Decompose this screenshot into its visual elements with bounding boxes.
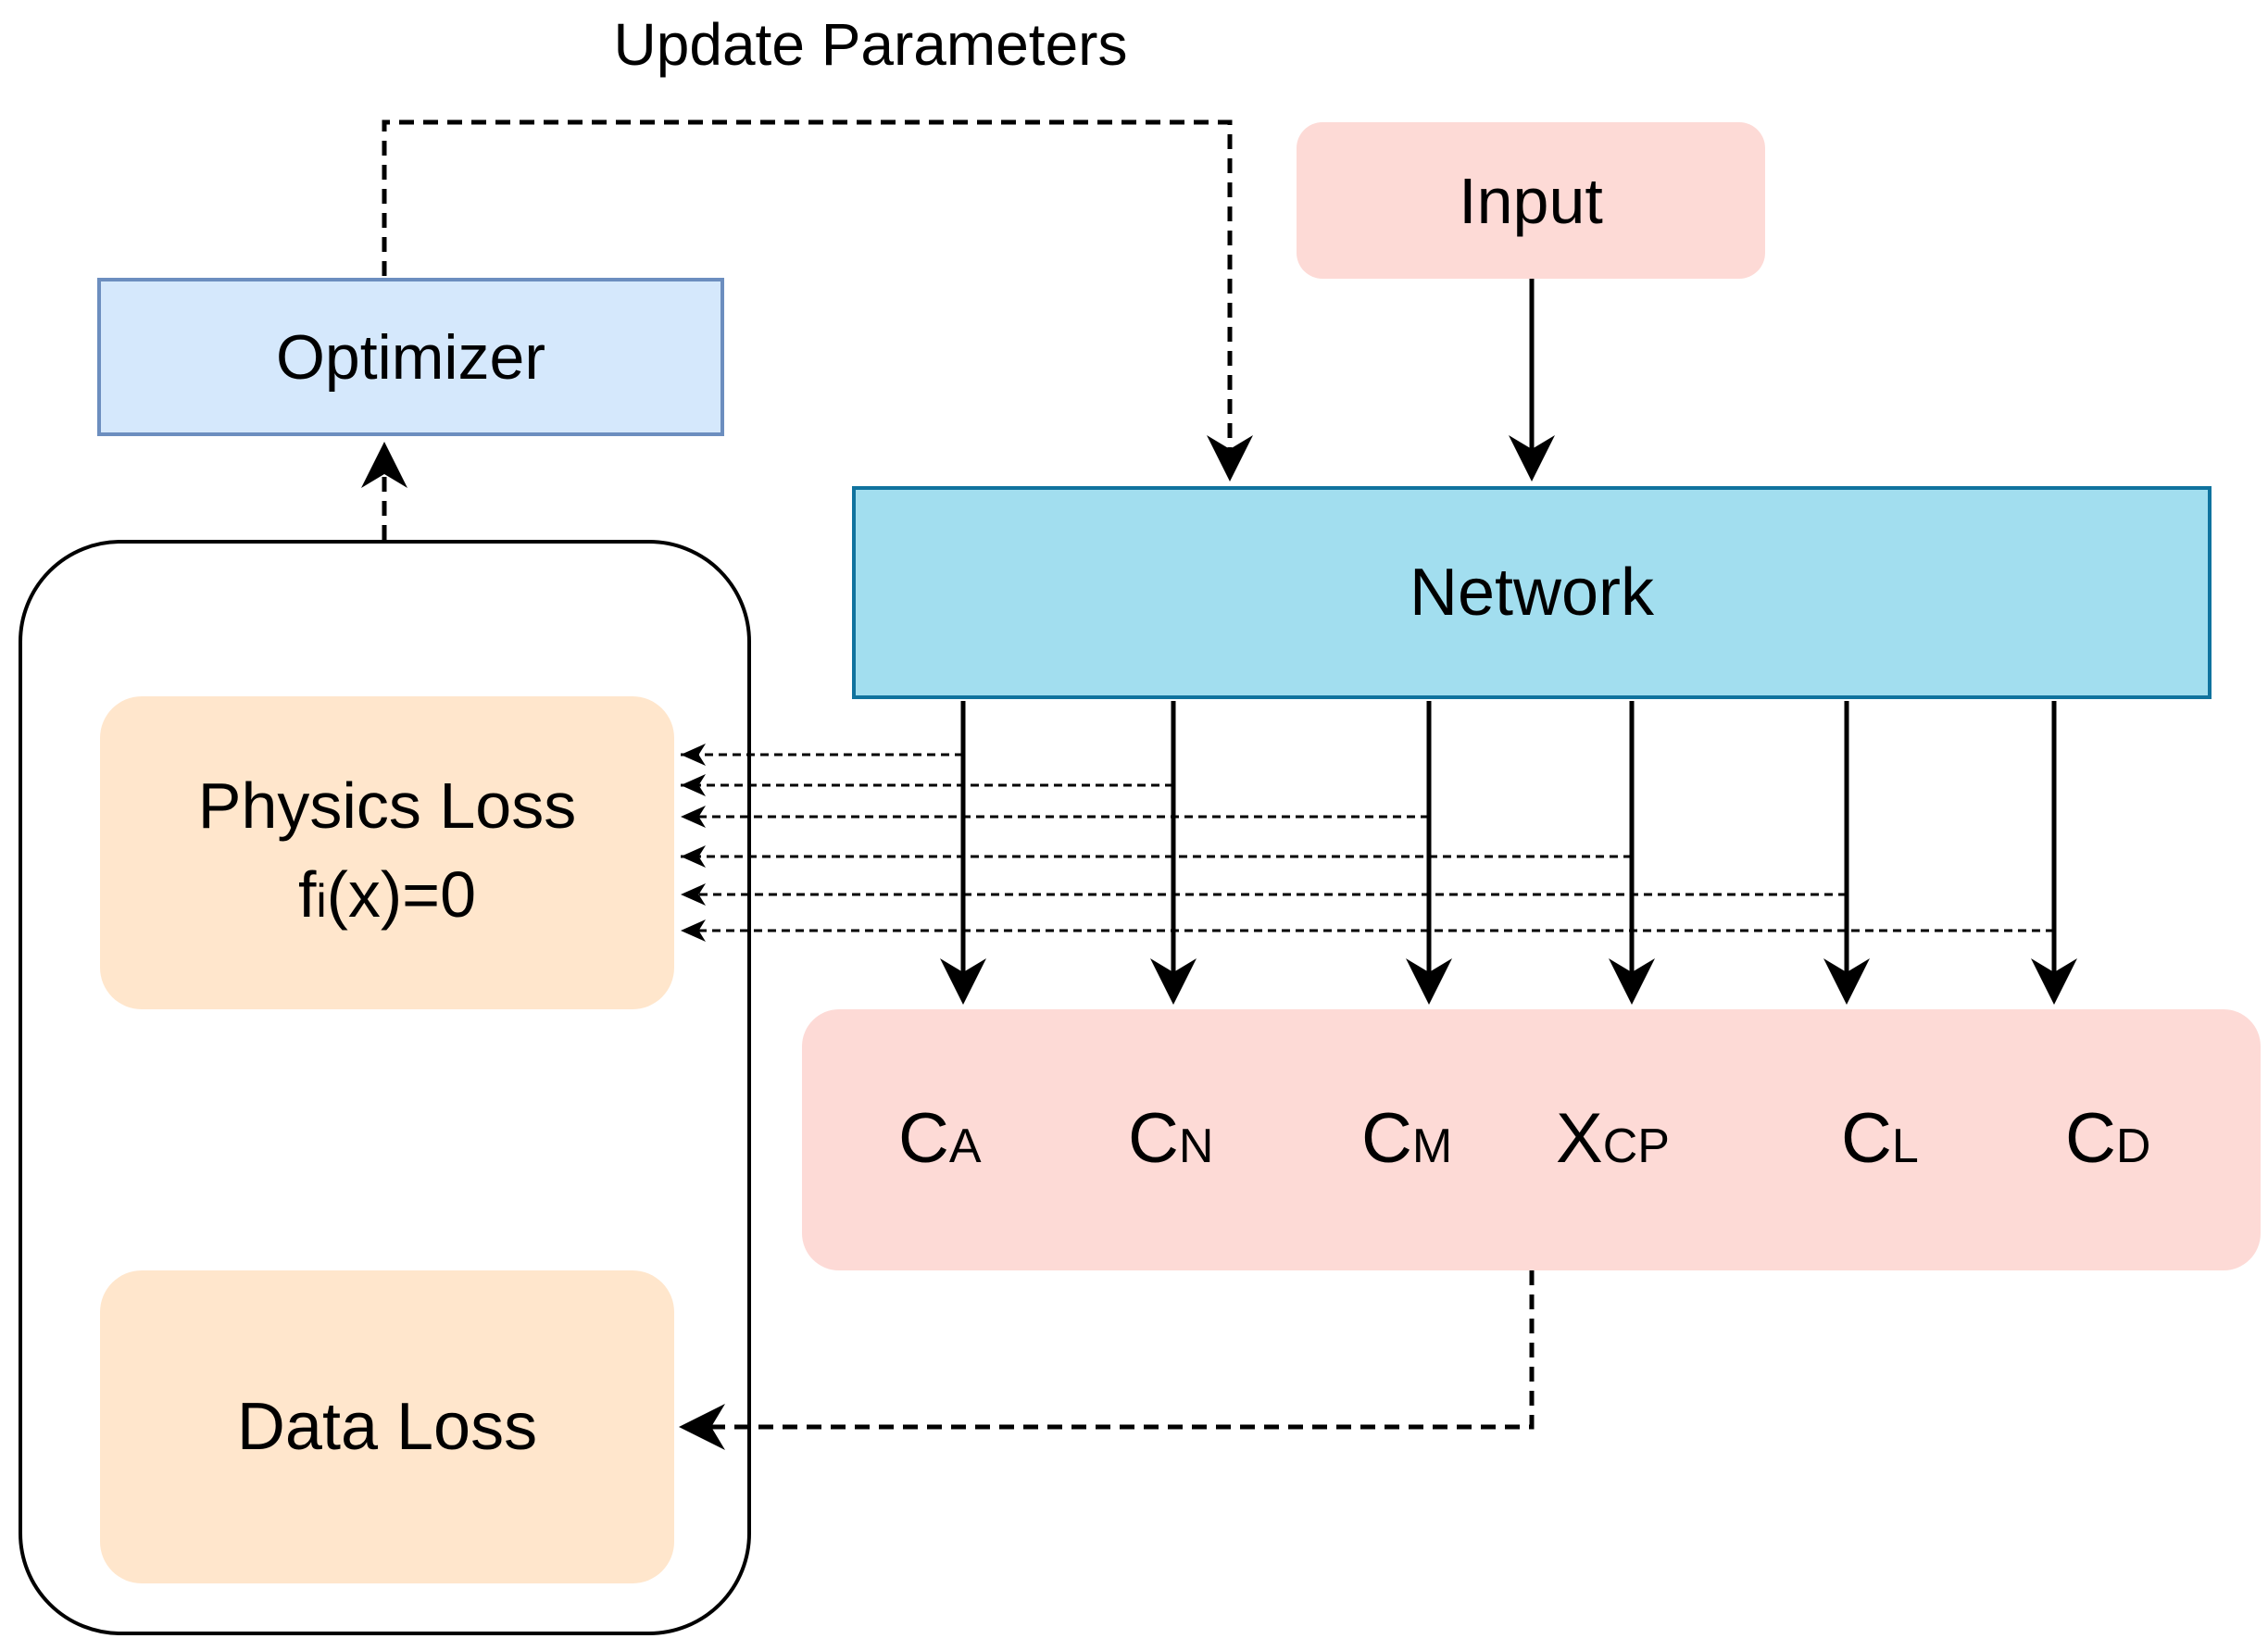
output-cn-symbol: C xyxy=(1128,1099,1179,1178)
output-cm-symbol: C xyxy=(1361,1099,1412,1178)
loss-container xyxy=(19,540,751,1635)
physics-loss-box: Physics Loss fi(x)=0 xyxy=(100,696,674,1009)
output-cl-symbol: C xyxy=(1841,1099,1892,1178)
input-label: Input xyxy=(1459,164,1603,237)
physics-feedback-arrows xyxy=(681,744,2054,942)
equation-rest: (x)=0 xyxy=(326,857,476,931)
update-parameters-arrow xyxy=(382,119,1253,482)
network-box: Network xyxy=(852,486,2212,699)
physics-loss-title: Physics Loss xyxy=(197,769,577,842)
output-xcp: XCP xyxy=(1556,1093,1670,1193)
output-xcp-subscript: CP xyxy=(1602,1119,1670,1173)
output-xcp-symbol: X xyxy=(1556,1099,1603,1178)
input-box: Input xyxy=(1297,122,1765,279)
network-label: Network xyxy=(1409,556,1655,630)
output-cd-subscript: D xyxy=(2115,1119,2151,1173)
data-loss-box: Data Loss xyxy=(100,1270,674,1583)
equation-subscript: i xyxy=(316,874,327,927)
output-cl: CL xyxy=(1841,1093,1919,1193)
output-cn-subscript: N xyxy=(1178,1119,1214,1173)
network-output-arrows xyxy=(940,701,2077,1005)
outputs-to-data-loss-arrow xyxy=(679,1270,1535,1450)
output-ca: CA xyxy=(898,1093,982,1193)
output-cd-symbol: C xyxy=(2065,1099,2116,1178)
output-cm: CM xyxy=(1361,1093,1452,1193)
output-cd: CD xyxy=(2065,1093,2150,1193)
output-cl-subscript: L xyxy=(1891,1119,1919,1173)
physics-loss-equation: fi(x)=0 xyxy=(298,850,476,945)
update-parameters-label: Update Parameters xyxy=(613,11,1128,78)
data-loss-label: Data Loss xyxy=(236,1390,538,1464)
outputs-box xyxy=(802,1009,2261,1270)
optimizer-label: Optimizer xyxy=(276,321,545,393)
equation-f: f xyxy=(298,857,317,931)
optimizer-box: Optimizer xyxy=(97,278,724,436)
output-ca-symbol: C xyxy=(898,1099,949,1178)
output-cn: CN xyxy=(1128,1093,1213,1193)
output-ca-subscript: A xyxy=(948,1119,982,1173)
output-cm-subscript: M xyxy=(1411,1119,1453,1173)
